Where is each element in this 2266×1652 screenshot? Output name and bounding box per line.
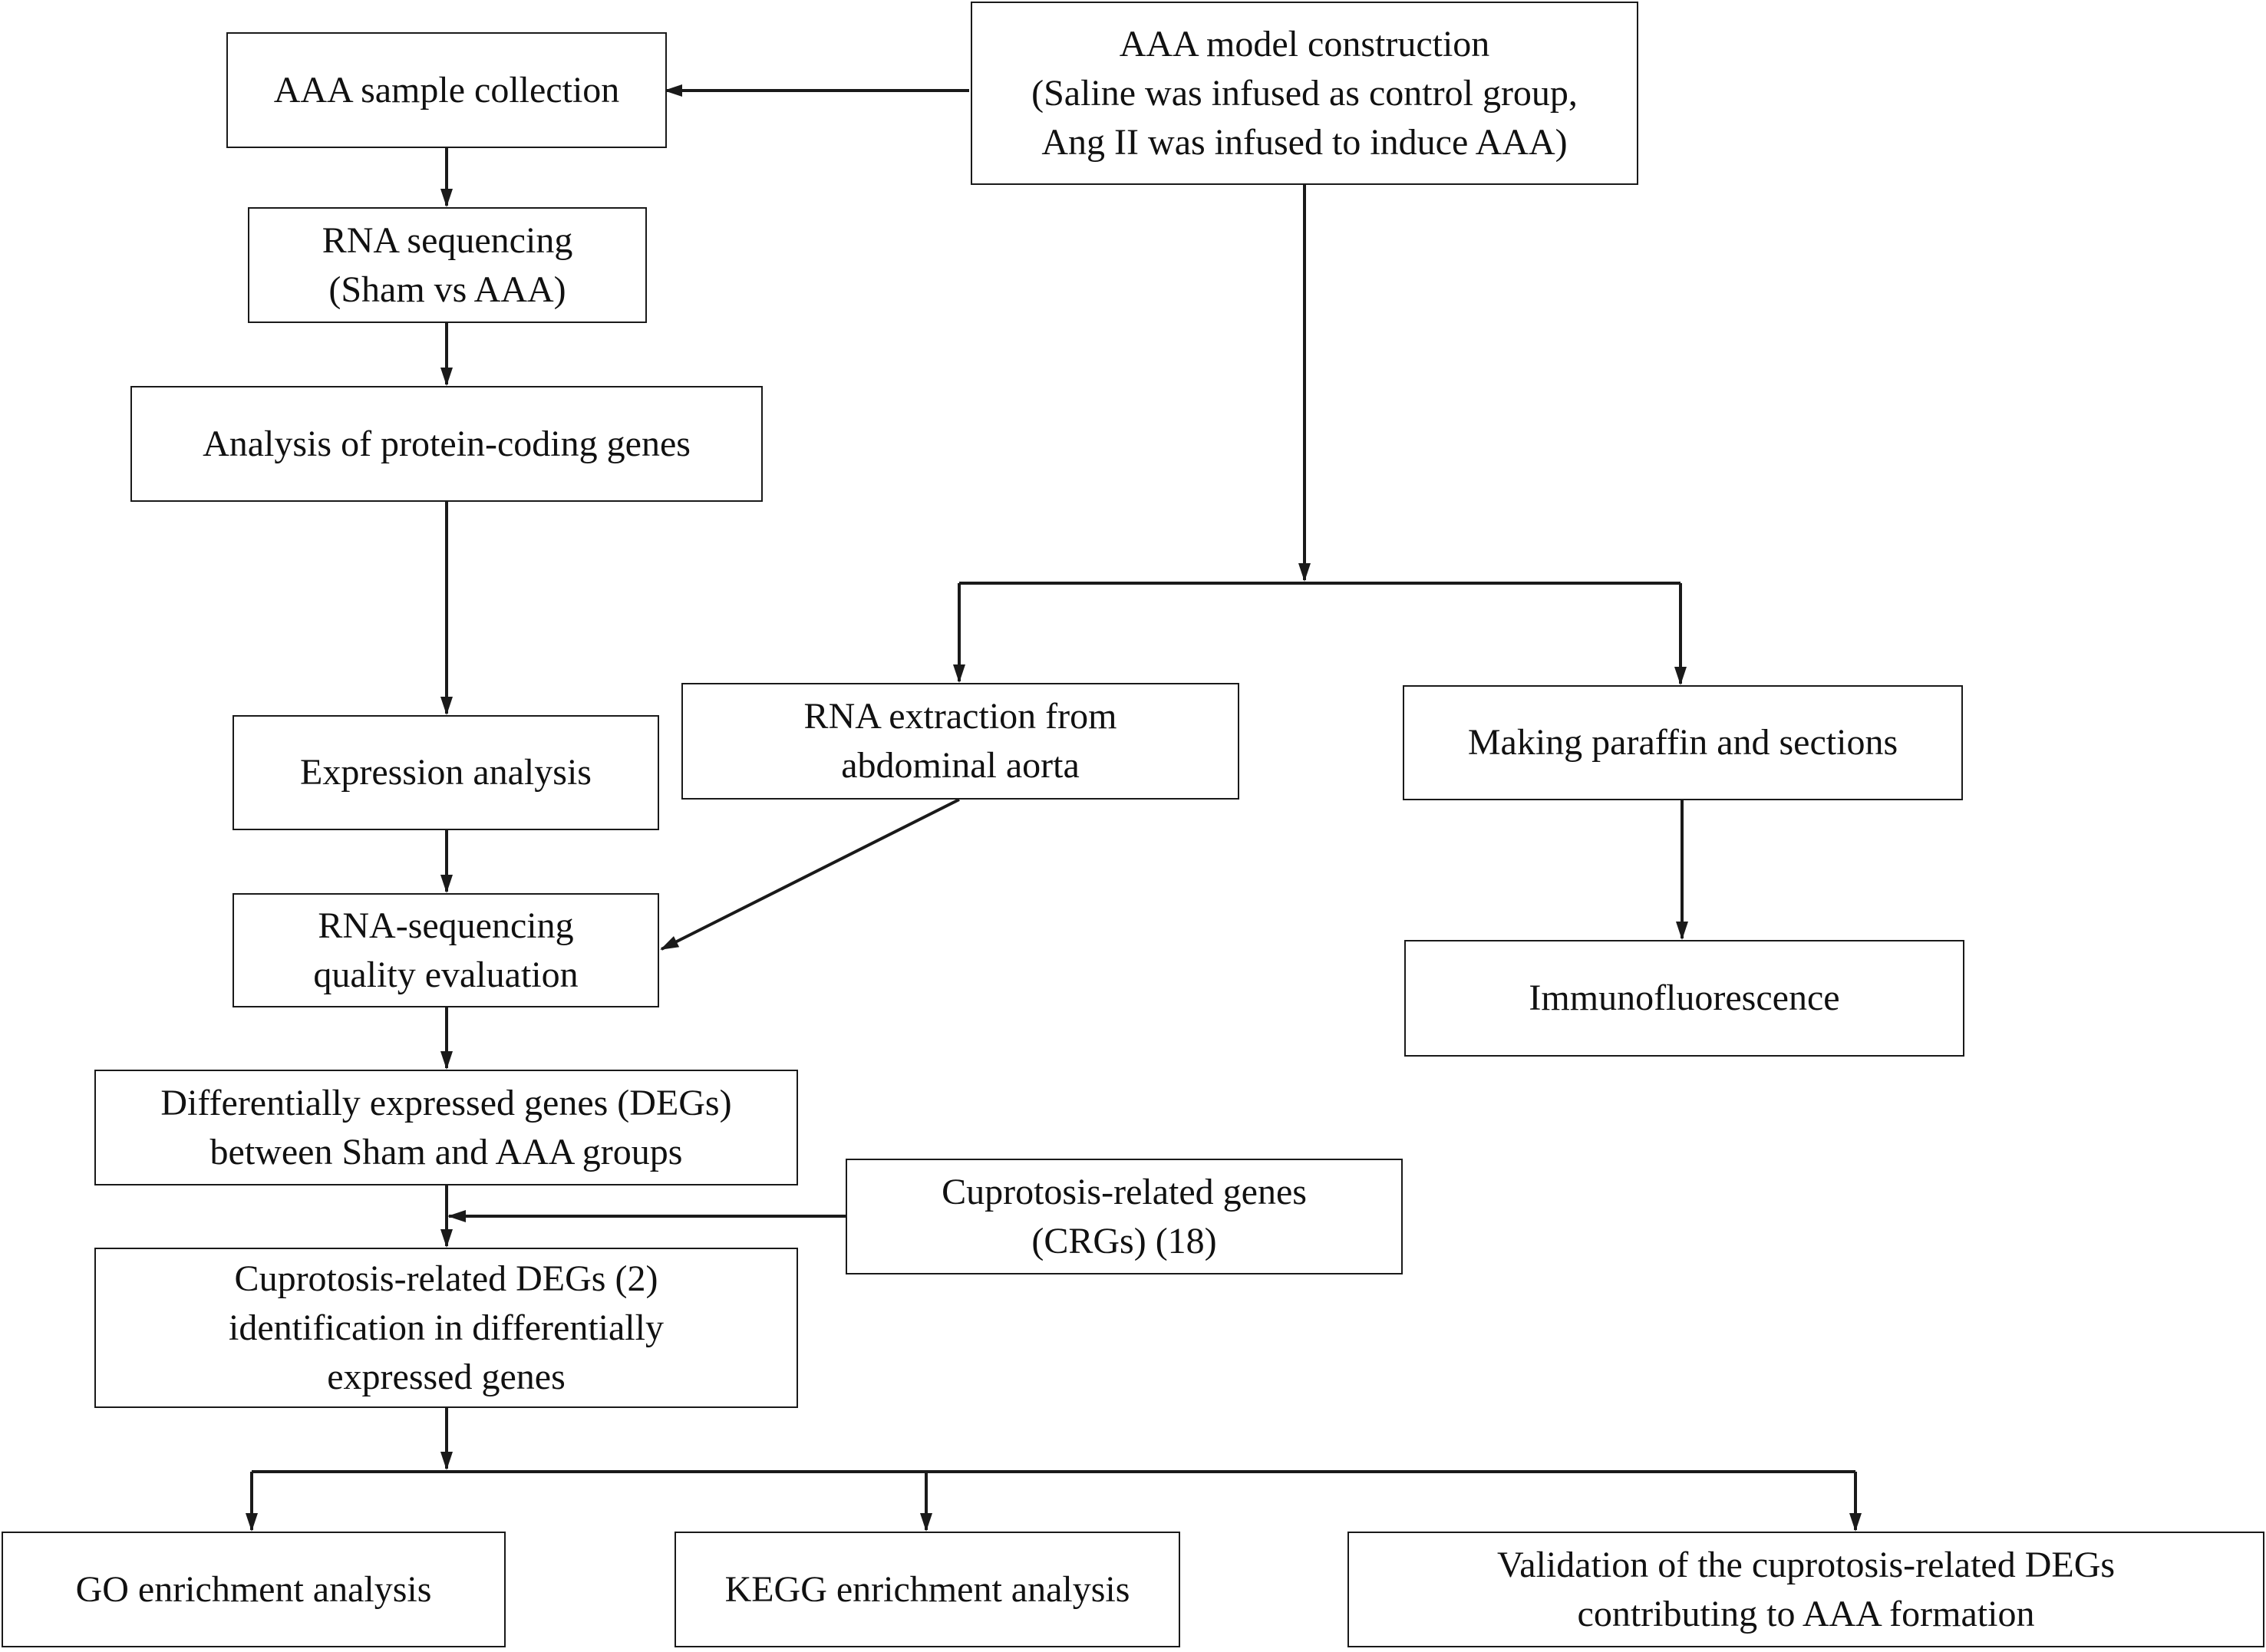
- node-paraffin-sections: Making paraffin and sections: [1403, 685, 1963, 800]
- node-protein-coding-analysis: Analysis of protein-coding genes: [130, 386, 763, 502]
- node-line: Expression analysis: [300, 752, 592, 793]
- node-line: RNA sequencing: [322, 219, 573, 261]
- edge-rna-extraction-to-quality-evaluation: [660, 798, 960, 951]
- node-cuprotosis-degs: Cuprotosis-related DEGs (2) identificati…: [94, 1248, 798, 1408]
- node-line: Validation of the cuprotosis-related DEG…: [1496, 1544, 2116, 1585]
- node-degs: Differentially expressed genes (DEGs) be…: [94, 1070, 798, 1185]
- node-line: AAA sample collection: [273, 69, 620, 110]
- node-line: RNA extraction from: [803, 696, 1117, 737]
- node-line: Cuprotosis-related DEGs (2): [234, 1258, 658, 1299]
- node-line: identification in differentially: [229, 1307, 664, 1348]
- node-line: GO enrichment analysis: [75, 1568, 432, 1610]
- node-line: quality evaluation: [313, 954, 579, 995]
- node-line: Ang II was infused to induce AAA): [1041, 121, 1568, 163]
- node-line: Analysis of protein-coding genes: [203, 423, 691, 464]
- node-line: between Sham and AAA groups: [209, 1131, 683, 1172]
- node-rna-sequencing: RNA sequencing (Sham vs AAA): [248, 207, 647, 323]
- node-expression-analysis: Expression analysis: [233, 715, 659, 830]
- node-line: Making paraffin and sections: [1467, 722, 1898, 763]
- node-aaa-model-construction: AAA model construction (Saline was infus…: [971, 2, 1638, 185]
- node-line: Differentially expressed genes (DEGs): [160, 1082, 732, 1123]
- node-go-enrichment: GO enrichment analysis: [2, 1532, 506, 1647]
- node-line: (Saline was infused as control group,: [1031, 72, 1578, 114]
- node-crgs: Cuprotosis-related genes (CRGs) (18): [846, 1159, 1403, 1274]
- node-line: contributing to AAA formation: [1577, 1593, 2035, 1634]
- node-aaa-sample-collection: AAA sample collection: [226, 32, 667, 148]
- node-line: (Sham vs AAA): [328, 269, 566, 310]
- node-line: abdominal aorta: [841, 745, 1080, 786]
- node-validation: Validation of the cuprotosis-related DEG…: [1347, 1532, 2264, 1647]
- node-kegg-enrichment: KEGG enrichment analysis: [675, 1532, 1180, 1647]
- node-line: Cuprotosis-related genes: [942, 1171, 1307, 1212]
- node-line: (CRGs) (18): [1031, 1220, 1217, 1261]
- node-line: Immunofluorescence: [1529, 978, 1840, 1018]
- node-quality-evaluation: RNA-sequencing quality evaluation: [233, 893, 659, 1007]
- node-line: KEGG enrichment analysis: [724, 1568, 1130, 1610]
- node-immunofluorescence: Immunofluorescence: [1404, 940, 1964, 1057]
- node-rna-extraction: RNA extraction from abdominal aorta: [681, 683, 1239, 800]
- node-line: expressed genes: [327, 1356, 566, 1397]
- node-line: RNA-sequencing: [318, 905, 574, 946]
- node-line: AAA model construction: [1119, 23, 1490, 64]
